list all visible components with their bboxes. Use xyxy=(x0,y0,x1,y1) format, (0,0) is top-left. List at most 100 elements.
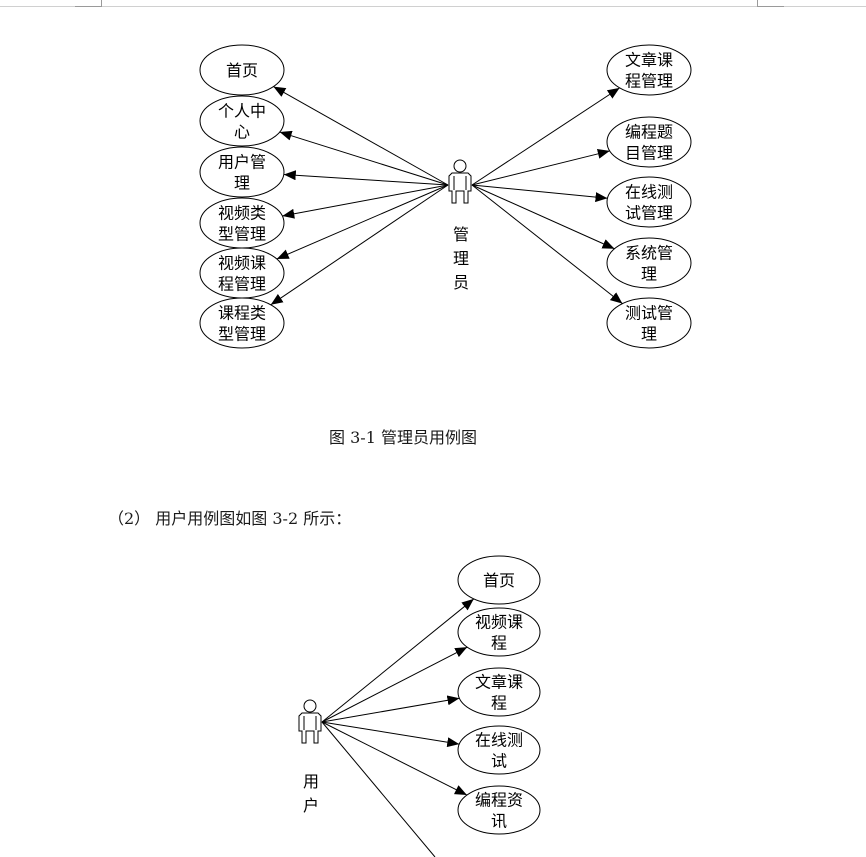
admin-usecase-left-0-label: 首页 xyxy=(226,61,258,80)
admin-arrow-right-4 xyxy=(471,184,623,305)
admin-usecase-left-3-label: 型管理 xyxy=(218,225,266,244)
section-paragraph: （2） 用户用例图如图 3-2 所示： xyxy=(108,509,352,528)
user-usecase-0-label: 首页 xyxy=(483,571,515,590)
admin-usecase-left-0: 首页 xyxy=(199,44,285,96)
admin-usecase-right-3-label: 系统管 xyxy=(625,244,673,263)
user-arrow-2 xyxy=(321,695,460,723)
admin-usecase-left-4-label: 程管理 xyxy=(218,275,266,294)
user-usecase-2-ellipse xyxy=(457,667,541,717)
admin-arrow-right-0 xyxy=(471,87,620,186)
admin-usecase-right-2-label: 试管理 xyxy=(625,204,673,223)
admin-actor: 管理员 xyxy=(448,159,472,292)
user-actor-figure: 用户 xyxy=(298,699,322,815)
admin-arrow-right-1 xyxy=(471,148,610,186)
user-actor-label: 户 xyxy=(303,796,319,815)
actor-head xyxy=(453,159,467,173)
figure-caption: 图 3-1 管理员用例图 xyxy=(329,428,477,447)
admin-actor-figure: 管理员 xyxy=(448,159,472,292)
user-usecase-1-ellipse xyxy=(457,607,541,657)
actor-head xyxy=(303,699,317,713)
user-arrow-3 xyxy=(321,721,460,748)
user-usecase-2-label: 文章课 xyxy=(475,673,523,692)
admin-use-cases: 首页个人中心用户管理视频类型管理视频课程管理课程类型管理文章课程管理编程题目管理… xyxy=(199,44,692,349)
admin-usecase-right-2-label: 在线测 xyxy=(625,183,673,202)
admin-arrow-left-1 xyxy=(279,130,449,186)
admin-arrow-right-2 xyxy=(471,184,608,203)
user-usecase-3-label: 试 xyxy=(491,752,507,771)
admin-usecase-right-0-label: 文章课 xyxy=(625,51,673,70)
admin-usecase-left-5-label: 课程类 xyxy=(218,304,266,323)
user-association-lines xyxy=(321,598,475,857)
admin-usecase-left-0-ellipse xyxy=(199,44,285,96)
user-usecase-1-label: 视频课 xyxy=(475,613,523,632)
admin-usecase-right-0-ellipse xyxy=(606,44,692,96)
admin-usecase-right-0-label: 程管理 xyxy=(625,72,673,91)
user-usecase-4-label: 编程资 xyxy=(475,791,523,810)
admin-usecase-right-1-label: 目管理 xyxy=(625,144,673,163)
admin-usecase-right-2-ellipse xyxy=(606,176,692,228)
user-actor: 用户 xyxy=(298,699,322,815)
admin-usecase-left-5-ellipse xyxy=(199,297,285,349)
admin-actor-label: 员 xyxy=(453,273,469,292)
admin-association-lines xyxy=(270,86,623,306)
admin-arrow-left-2 xyxy=(283,170,449,186)
admin-usecase-left-1-ellipse xyxy=(199,95,285,147)
actor-body xyxy=(448,172,472,204)
admin-usecase-left-1-label: 个人中 xyxy=(218,102,266,121)
admin-arrow-left-3 xyxy=(282,184,449,219)
admin-usecase-right-4-label: 理 xyxy=(641,325,657,344)
admin-usecase-right-3-label: 理 xyxy=(641,265,657,284)
user-arrow-1 xyxy=(321,646,468,723)
admin-usecase-right-4-ellipse xyxy=(606,297,692,349)
user-usecase-0: 首页 xyxy=(457,555,541,605)
admin-usecase-left-2-label: 用户管 xyxy=(218,153,266,172)
admin-usecase-left-4-label: 视频课 xyxy=(218,254,266,273)
admin-actor-label: 管 xyxy=(453,225,469,244)
actor-body xyxy=(298,712,322,744)
admin-arrow-right-3 xyxy=(471,184,615,250)
admin-usecase-right-1-label: 编程题 xyxy=(625,123,673,142)
user-usecase-3-label: 在线测 xyxy=(475,731,523,750)
admin-arrow-left-4 xyxy=(276,184,449,260)
user-usecase-2-label: 程 xyxy=(491,694,507,713)
admin-usecase-left-2-ellipse xyxy=(199,146,285,198)
page-top-rule xyxy=(0,6,866,7)
user-usecase-0-ellipse xyxy=(457,555,541,605)
crop-mark-right xyxy=(757,0,784,7)
user-usecase-4-label: 讯 xyxy=(491,812,507,831)
user-usecase-4-ellipse xyxy=(457,785,541,835)
user-arrow-0 xyxy=(321,598,475,723)
user-arrow-4 xyxy=(321,721,468,796)
admin-arrow-left-0 xyxy=(273,86,449,186)
admin-usecase-right-4-label: 测试管 xyxy=(625,304,673,323)
admin-usecase-left-3-label: 视频类 xyxy=(218,204,266,223)
user-usecase-1-label: 程 xyxy=(491,634,507,653)
admin-arrow-left-5 xyxy=(270,184,449,306)
admin-usecase-left-1-label: 心 xyxy=(234,123,250,142)
crop-mark-left xyxy=(75,0,102,7)
admin-actor-label: 理 xyxy=(453,249,469,268)
admin-usecase-right-1-ellipse xyxy=(606,116,692,168)
admin-usecase-left-2-label: 理 xyxy=(234,174,250,193)
user-actor-label: 用 xyxy=(303,772,319,791)
user-usecase-3-ellipse xyxy=(457,725,541,775)
admin-usecase-right-3-ellipse xyxy=(606,237,692,289)
user-arrow-offpage xyxy=(321,721,436,857)
admin-usecase-left-5-label: 型管理 xyxy=(218,325,266,344)
